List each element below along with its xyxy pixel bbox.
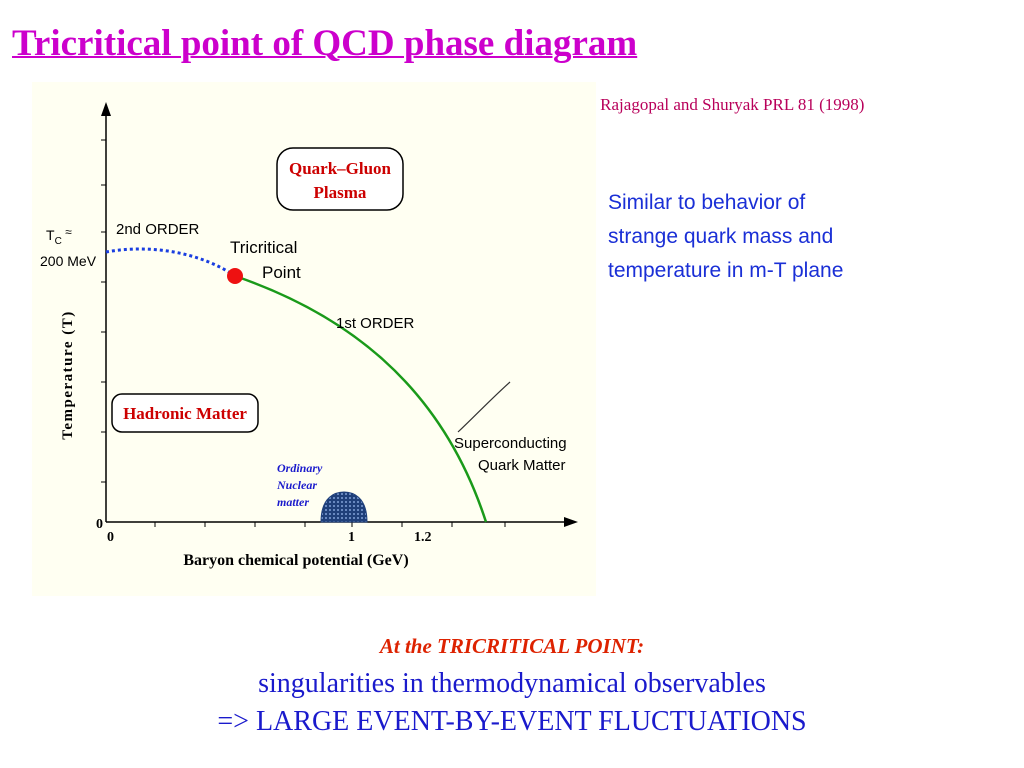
y-axis-arrow bbox=[101, 102, 111, 116]
first-order-label: 1st ORDER bbox=[336, 315, 415, 332]
superconducting-label-line1: Superconducting bbox=[454, 435, 567, 452]
tricritical-label-line1: Tricritical bbox=[230, 238, 297, 257]
reference-citation: Stephanov, Rajagopal and Shuryak PRL 81 … bbox=[521, 95, 865, 114]
nuclear-label-line2: Nuclear bbox=[276, 478, 317, 492]
qgp-label-line1: Quark–Gluon bbox=[289, 159, 392, 178]
x-axis-arrow bbox=[564, 517, 578, 527]
nuclear-matter-region bbox=[320, 491, 368, 523]
side-note-line: strange quark mass and bbox=[608, 225, 834, 248]
tc-approx: ≈ bbox=[62, 225, 72, 239]
second-order-label: 2nd ORDER bbox=[116, 221, 200, 238]
x-ticks bbox=[154, 522, 506, 527]
bottom-line-1: singularities in thermodynamical observa… bbox=[258, 668, 766, 699]
tc-value: 200 MeV bbox=[40, 253, 97, 269]
slide-title: Tricritical point of QCD phase diagram bbox=[12, 23, 638, 64]
side-note: Similar to behavior of strange quark mas… bbox=[608, 186, 948, 288]
second-order-line bbox=[105, 247, 236, 278]
hadronic-label: Hadronic Matter bbox=[123, 404, 247, 423]
qgp-box bbox=[276, 147, 404, 211]
y-ticks bbox=[101, 139, 106, 483]
first-order-line bbox=[234, 274, 488, 523]
qgp-label-line2: Plasma bbox=[314, 183, 367, 202]
tc-label: TC ≈ bbox=[46, 225, 72, 247]
superconducting-label-line2: Quark Matter bbox=[478, 457, 566, 474]
x-tick-label-1: 1 bbox=[348, 530, 355, 545]
x-tick-label-1-2: 1.2 bbox=[414, 530, 432, 545]
tc-symbol: T bbox=[46, 227, 55, 243]
tricritical-label-line2: Point bbox=[262, 263, 301, 282]
tricritical-point bbox=[227, 268, 243, 284]
tc-subscript: C bbox=[55, 236, 62, 247]
side-note-line: temperature in m-T plane bbox=[608, 259, 844, 282]
x-tick-label-0: 0 bbox=[107, 530, 114, 545]
superconducting-boundary-line bbox=[457, 381, 511, 433]
nuclear-label-line1: Ordinary bbox=[277, 461, 323, 475]
bottom-line-2: => LARGE EVENT-BY-EVENT FLUCTUATIONS bbox=[217, 706, 807, 737]
side-note-line: Similar to behavior of bbox=[608, 191, 806, 214]
x-axis-label: Baryon chemical potential (GeV) bbox=[183, 552, 408, 569]
bottom-heading: At the TRICRITICAL POINT: bbox=[379, 634, 645, 658]
y-zero-label: 0 bbox=[96, 517, 103, 532]
y-axis-label: Temperature (T) bbox=[60, 310, 76, 440]
nuclear-label-line3: matter bbox=[277, 495, 309, 509]
hadronic-box bbox=[111, 393, 259, 433]
